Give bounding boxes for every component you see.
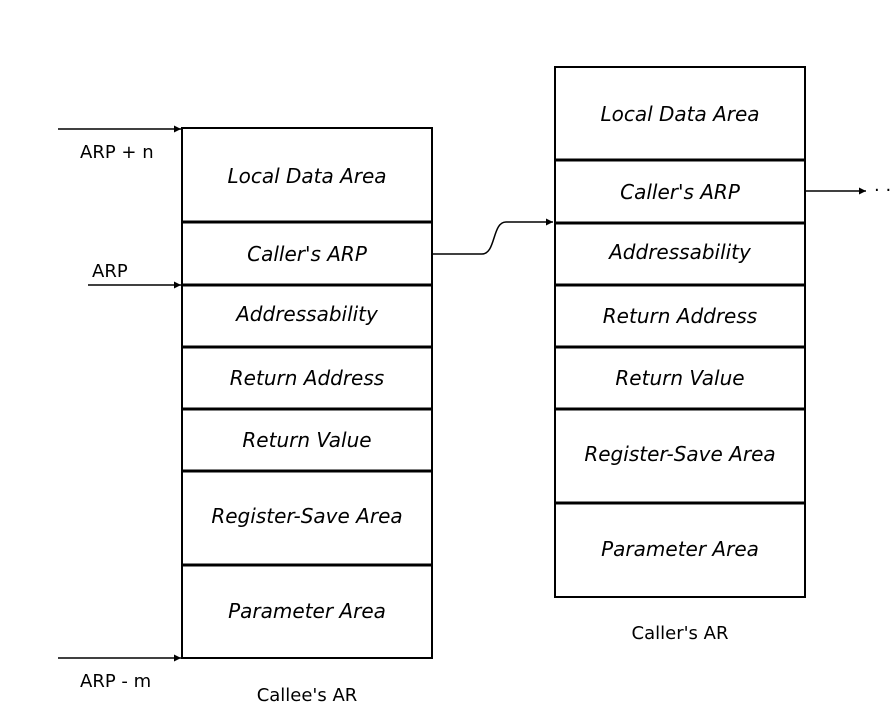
caller-addressability: Addressability [607,240,752,264]
callee-ar: Local Data Area Caller's ARP Addressabil… [181,127,433,706]
caller-local-data-area: Local Data Area [600,102,759,126]
caller-ar-caption: Caller's AR [632,623,729,644]
arp-minus-m-label: ARP - m [80,671,151,692]
arp-pointers: ARP + n ARP ARP - m [58,125,181,692]
arp-label: ARP [92,261,128,282]
caller-return-value: Return Value [615,366,744,390]
caller-ar-frame [554,66,806,598]
callee-return-value: Return Value [242,428,371,452]
callee-addressability: Addressability [234,302,379,326]
callers-arp-link-arrow [432,218,553,255]
callee-register-save-area: Register-Save Area [211,504,402,528]
callee-return-address: Return Address [230,366,384,390]
continuation-dots: · · [874,180,891,201]
arp-plus-n-label: ARP + n [80,142,154,163]
callee-ar-caption: Callee's AR [257,685,358,706]
caller-register-save-area: Register-Save Area [584,442,775,466]
caller-ar: Local Data Area Caller's ARP Addressabil… [554,66,806,644]
callee-parameter-area: Parameter Area [228,599,386,623]
caller-parameter-area: Parameter Area [601,537,759,561]
callee-local-data-area: Local Data Area [227,164,386,188]
caller-callers-arp: Caller's ARP [620,180,741,204]
callee-callers-arp: Caller's ARP [247,242,368,266]
caller-return-address: Return Address [603,304,757,328]
callee-ar-frame [181,127,433,659]
